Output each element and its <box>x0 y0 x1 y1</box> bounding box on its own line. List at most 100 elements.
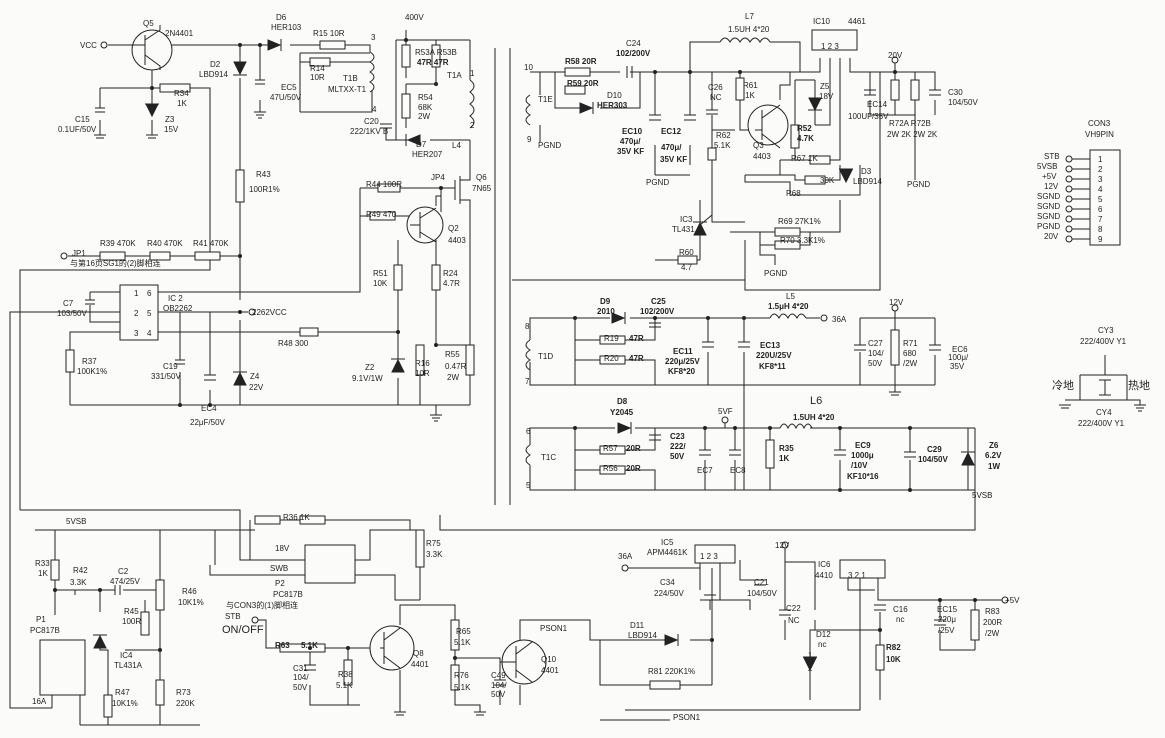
label-c19: C19 <box>163 362 178 371</box>
label-r55w: 2W <box>447 373 459 382</box>
label-ec13v: 220U/25V <box>756 351 792 360</box>
label-ec11: EC11 <box>673 347 693 356</box>
label-q2: Q2 <box>448 224 459 233</box>
label-r35: R35 <box>779 444 794 453</box>
label-pson1: PSON1 <box>540 624 568 633</box>
label-d11: D11 <box>630 621 645 630</box>
label-v5vf: 5VF <box>718 407 733 416</box>
label-plus5v: +5V <box>1005 596 1020 605</box>
label-r63v: 5.1K <box>301 641 318 650</box>
label-con_pg: PGND <box>1037 222 1060 231</box>
label-d12: D12 <box>816 630 831 639</box>
label-v400: 400V <box>405 13 424 22</box>
label-stb_note: 与CON3的(1)脚相连 <box>226 600 298 610</box>
terminals <box>60 41 1073 624</box>
label-r83w: /2W <box>985 629 1000 638</box>
label-ec10v: 470μ/ <box>620 137 641 146</box>
label-z6v: 6.2V <box>985 451 1002 460</box>
label-q5v: 2N4401 <box>165 29 194 38</box>
label-ic2v: OB2262 <box>163 304 193 313</box>
con3-pin-1: 1 <box>1098 155 1103 164</box>
ground-symbols <box>94 111 1146 716</box>
label-q3: Q3 <box>753 141 764 150</box>
label-r42: R42 <box>73 566 88 575</box>
label-r56v: 20R <box>626 464 641 473</box>
label-ic2p6: 6 <box>147 289 152 298</box>
label-r82: R82 <box>886 643 901 652</box>
label-ic4: IC4 <box>120 651 133 660</box>
transistors <box>131 25 789 685</box>
label-c21: C21 <box>754 578 769 587</box>
label-r75v: 3.3K <box>426 550 443 559</box>
label-v5vsb_l: 5VSB <box>66 517 86 526</box>
label-c30: C30 <box>948 88 963 97</box>
label-r61: R61 <box>743 81 758 90</box>
label-d7v: HER207 <box>412 150 443 159</box>
label-r53: R53A R53B <box>415 48 457 57</box>
label-p8: 8 <box>525 322 530 331</box>
label-r61v: 1K <box>745 91 755 100</box>
label-r33v: 1K <box>38 569 48 578</box>
label-z2v: 9.1V/1W <box>352 374 383 383</box>
label-c29v: 104/50V <box>918 455 948 464</box>
label-c24v: 102/200V <box>616 49 651 58</box>
label-ec13w: KF8*11 <box>759 362 786 371</box>
label-c31: C31 <box>293 664 308 673</box>
label-d3: D3 <box>861 167 872 176</box>
label-r73: R73 <box>176 688 191 697</box>
label-ec7: EC7 <box>697 466 713 475</box>
label-onoff: ON/OFF <box>222 624 264 636</box>
con3-pin-3: 3 <box>1098 175 1103 184</box>
label-r65v: 5.1K <box>454 638 471 647</box>
label-c16v: nc <box>896 615 904 624</box>
label-c2: C2 <box>118 567 129 576</box>
label-pgnd3: PGND <box>907 180 930 189</box>
label-r42v: 3.3K <box>70 578 87 587</box>
label-d12p2: 2 <box>808 664 813 673</box>
con3-pin-2: 2 <box>1098 165 1103 174</box>
label-r71v: 680 <box>903 349 917 358</box>
label-c16: C16 <box>893 605 908 614</box>
label-r62v: 5.1K <box>714 141 731 150</box>
label-c49v: 104/ <box>491 681 507 690</box>
label-swb: SWB <box>270 564 288 573</box>
inductors <box>369 37 813 466</box>
label-r14v: 10R <box>310 73 325 82</box>
label-t1c: T1C <box>541 453 556 462</box>
label-c19v: 331/50V <box>151 372 181 381</box>
label-v18: 18V <box>275 544 290 553</box>
label-d3v: LBD914 <box>853 177 882 186</box>
integrated-circuits <box>39 29 1121 696</box>
label-ic6p: 3 2 1 <box>848 571 866 580</box>
label-r81: R81 220K1% <box>648 667 695 676</box>
label-r83: R83 <box>985 607 1000 616</box>
label-r57v: 20R <box>626 444 641 453</box>
label-r73v: 220K <box>176 699 195 708</box>
label-ec10w: 35V KF <box>617 147 644 156</box>
label-ic2p5: 5 <box>147 309 152 318</box>
label-r40: R40 470K <box>147 239 183 248</box>
label-r47: R47 <box>115 688 130 697</box>
label-r54w: 2W <box>418 112 430 121</box>
label-p1pcv: PC817B <box>30 626 60 635</box>
label-ec5: EC5 <box>281 83 297 92</box>
label-q2v: 4403 <box>448 236 466 245</box>
label-pgnd2: PGND <box>646 178 669 187</box>
label-c15v: 0.1UF/50V <box>58 125 97 134</box>
label-r68v: 30K <box>820 176 835 185</box>
label-r60v: 4.7 <box>681 263 693 272</box>
label-c24: C24 <box>626 39 641 48</box>
label-p1: 1 <box>470 69 475 78</box>
label-ec10: EC10 <box>622 127 643 136</box>
label-c27w: 50V <box>868 359 883 368</box>
label-r60: R60 <box>679 248 694 257</box>
label-ec14: EC14 <box>867 100 888 109</box>
label-con_20v: 20V <box>1044 232 1059 241</box>
label-d10: D10 <box>607 91 622 100</box>
label-t1d: T1D <box>538 352 553 361</box>
label-d10v: HER303 <box>597 101 628 110</box>
label-r16: R16 <box>415 359 430 368</box>
label-pgnd1: PGND <box>538 141 561 150</box>
